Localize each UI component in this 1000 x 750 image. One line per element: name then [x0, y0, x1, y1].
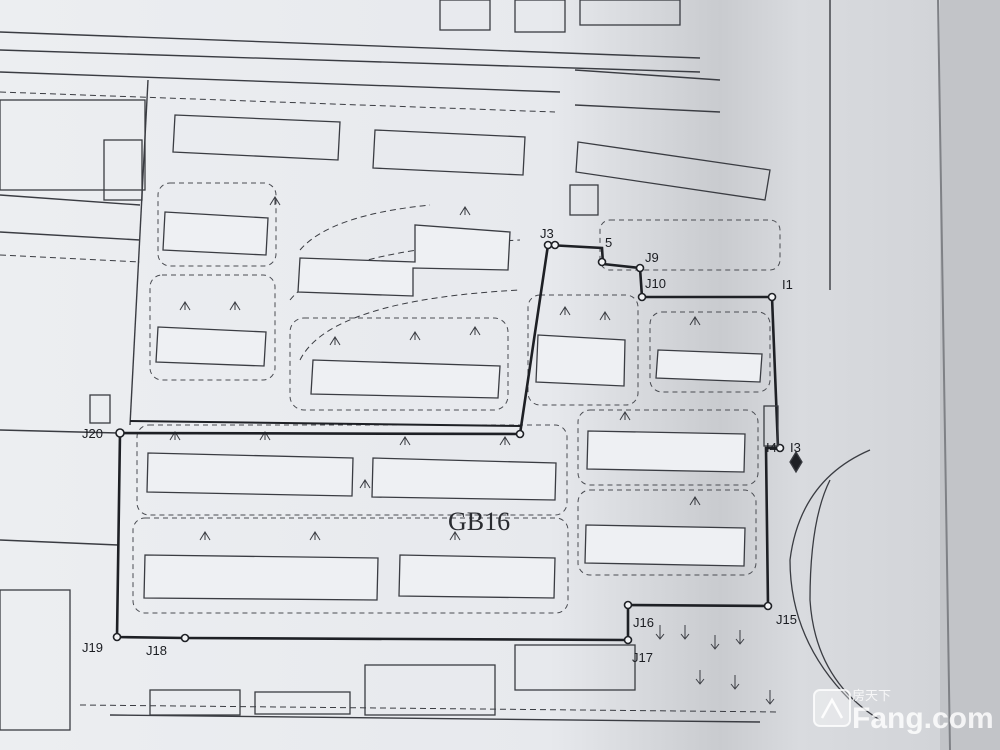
road-network	[0, 0, 831, 723]
residential-blocks	[143, 211, 763, 601]
boundary-label-j19: J19	[82, 640, 103, 655]
boundary-label-j3: J3	[540, 226, 554, 241]
boundary-label-j17: J17	[632, 650, 653, 665]
eastern-structures	[763, 405, 881, 721]
paper-fold-line	[937, 0, 951, 750]
boundary-label-j15: J15	[776, 612, 797, 627]
arrow-symbols	[655, 625, 775, 705]
boundary-label-j16: J16	[633, 615, 654, 630]
southern-structures	[0, 394, 636, 731]
landscape-outlines	[132, 182, 781, 614]
plot-code-label: GB16	[448, 507, 510, 536]
boundary-label-j18: J18	[146, 643, 167, 658]
boundary-label-j10: J10	[645, 276, 666, 291]
dashed-road-lines	[0, 91, 781, 713]
sheet-edge	[940, 0, 1000, 750]
plot-boundary	[115, 243, 780, 642]
boundary-label-i4: I4	[766, 440, 777, 455]
watermark-logo-icon	[813, 689, 851, 727]
boundary-label-j20: J20	[82, 426, 103, 441]
boundary-label-i1: I1	[782, 277, 793, 292]
watermark-brand-text: Fang.com	[852, 702, 994, 735]
watermark-cn-text: 房天下	[852, 688, 891, 704]
boundary-label-j9: J9	[645, 250, 659, 265]
boundary-points	[112, 240, 785, 645]
northern-buildings	[0, 0, 771, 216]
boundary-label-i3: I3	[790, 440, 801, 455]
fang-watermark: 房天下 Fang.com	[813, 688, 994, 735]
boundary-label-5: 5	[605, 235, 612, 250]
